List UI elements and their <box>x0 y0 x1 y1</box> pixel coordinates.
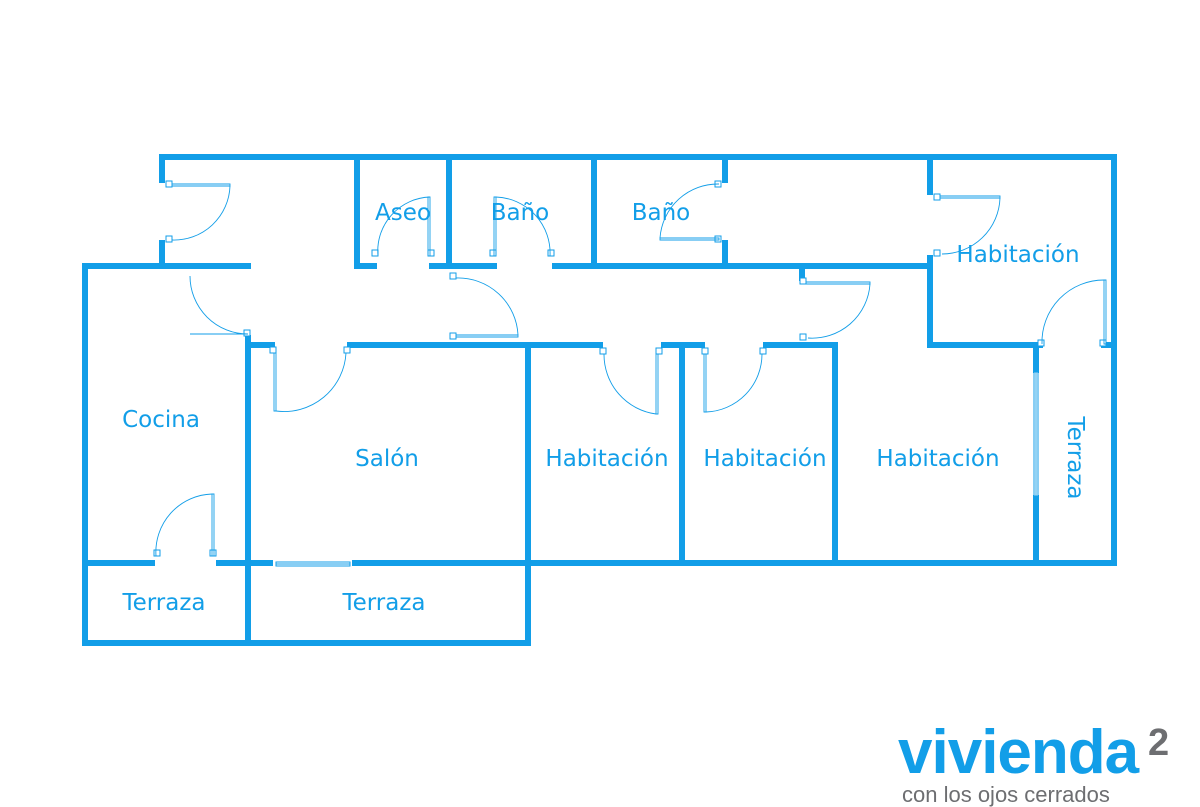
room-label-habitacion-2: Habitación <box>703 446 826 472</box>
door-bano-2 <box>659 180 722 243</box>
door-terrace-side <box>1037 279 1107 347</box>
brand-superscript: 2 <box>1148 722 1170 764</box>
door-aseo <box>371 196 435 257</box>
walls <box>82 154 1117 646</box>
brand-logo: vivienda 2 con los ojos cerrados <box>898 718 1198 806</box>
room-label-bano-1: Baño <box>491 200 550 226</box>
door-entry <box>165 180 231 243</box>
sliding-door-terraza-salon <box>275 561 351 567</box>
room-label-aseo: Aseo <box>375 200 431 226</box>
room-label-habitacion-1: Habitación <box>545 446 668 472</box>
door-cocina <box>189 275 251 337</box>
room-label-cocina: Cocina <box>122 407 200 433</box>
door-habitacion-ne <box>933 193 1001 257</box>
door-terrace-cocina <box>153 493 217 557</box>
door-habitacion-2 <box>799 277 871 341</box>
brand-name: vivienda <box>898 718 1139 787</box>
door-bano-1 <box>489 196 555 257</box>
door-salon <box>269 346 351 412</box>
sliding-door-terraza-side <box>1033 371 1039 497</box>
doors <box>153 180 1107 567</box>
door-hall <box>449 272 519 340</box>
door-habitacion-1 <box>599 347 663 415</box>
room-label-bano-2: Baño <box>632 200 691 226</box>
room-label-terraza-salon: Terraza <box>341 590 425 616</box>
door-habitacion-3 <box>701 347 767 413</box>
room-label-habitacion-ne: Habitación <box>956 242 1079 268</box>
room-labels: Aseo Baño Baño Habitación Cocina Salón H… <box>121 200 1088 616</box>
room-label-habitacion-3: Habitación <box>876 446 999 472</box>
room-label-terraza-side: Terraza <box>1062 415 1088 499</box>
room-label-salon: Salón <box>355 446 419 472</box>
room-label-terraza-cocina: Terraza <box>121 590 205 616</box>
brand-tagline: con los ojos cerrados <box>902 782 1110 807</box>
